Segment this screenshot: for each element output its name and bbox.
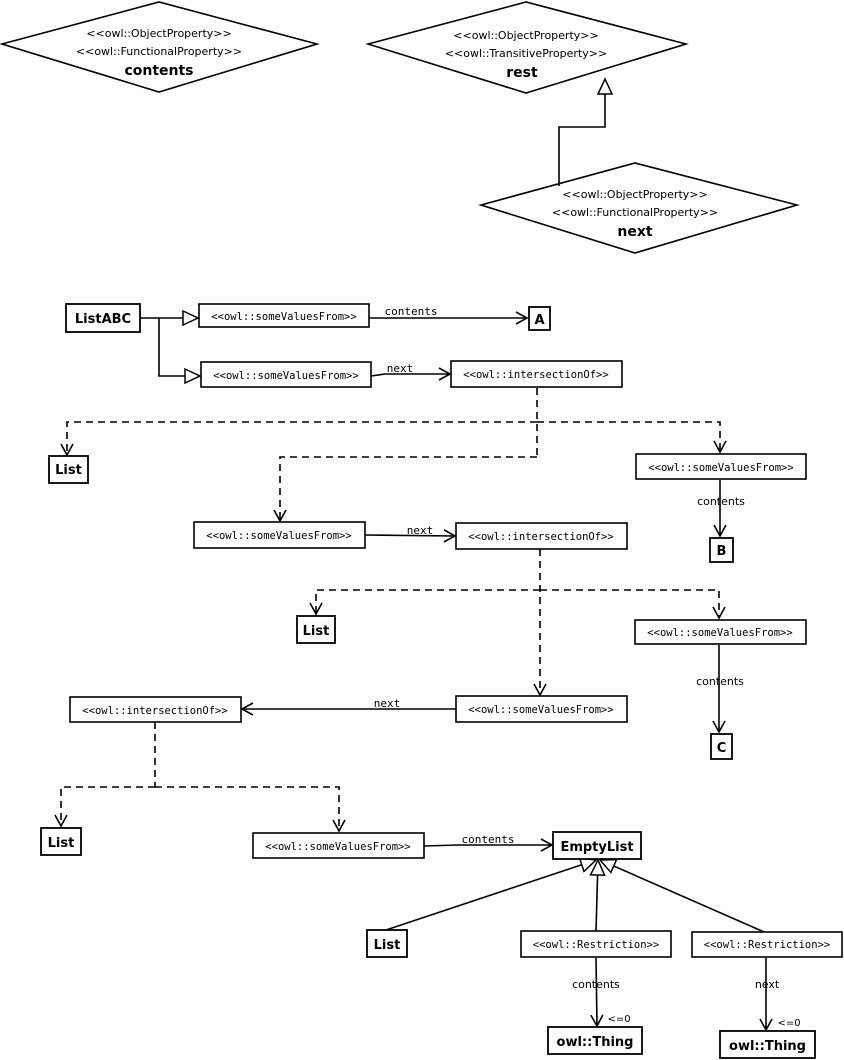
node-label: <<owl::Restriction>> [533, 939, 659, 951]
restriction-some-values-from[interactable]: <<owl::someValuesFrom>> [252, 832, 425, 859]
class-listabc[interactable]: ListABC [65, 303, 141, 333]
node-label: <<owl::intersectionOf>> [463, 369, 608, 381]
node-label: <<owl::someValuesFrom>> [206, 530, 351, 542]
class-name: List [374, 938, 401, 953]
class-list[interactable]: List [48, 455, 89, 484]
property-next: <<owl::ObjectProperty>> <<owl::Functiona… [478, 162, 800, 254]
intersection-edge [540, 589, 726, 620]
property-name: next [617, 224, 652, 240]
restriction-some-values-from[interactable]: <<owl::someValuesFrom>> [193, 521, 366, 549]
subclass-edge [600, 860, 765, 933]
property-stereotype: <<owl::ObjectProperty>> [86, 27, 231, 40]
property-contents: <<owl::ObjectProperty>> <<owl::Functiona… [0, 1, 320, 93]
intersection-edge [60, 421, 537, 457]
class-list[interactable]: List [366, 929, 408, 958]
property-stereotype: <<owl::ObjectProperty>> [453, 29, 598, 42]
intersection-edge [309, 589, 540, 616]
cardinality-label: <=0 [607, 1014, 630, 1025]
class-list[interactable]: List [40, 827, 82, 856]
property-stereotype: <<owl::FunctionalProperty>> [76, 45, 242, 58]
restriction-some-values-from[interactable]: <<owl::someValuesFrom>> [455, 695, 628, 723]
restriction-some-values-from[interactable]: <<owl::someValuesFrom>> [198, 303, 370, 328]
subclass-edge [385, 860, 596, 931]
edge-label: contents [385, 305, 438, 318]
intersection-edge [155, 786, 346, 833]
node-label: <<owl::Restriction>> [704, 939, 830, 951]
node-label: <<owl::someValuesFrom>> [647, 627, 792, 639]
node-label: <<owl::intersectionOf>> [82, 705, 227, 717]
class-name: owl::Thing [557, 1035, 634, 1050]
node-label: <<owl::intersectionOf>> [468, 531, 613, 543]
next-edge [370, 367, 452, 381]
edge-label: next [407, 524, 434, 537]
property-stereotype: <<owl::ObjectProperty>> [562, 188, 707, 201]
property-stereotype: <<owl::FunctionalProperty>> [552, 206, 718, 219]
property-name: rest [506, 65, 538, 81]
contents-edge [423, 838, 554, 852]
class-name: EmptyList [560, 840, 633, 855]
node-label: <<owl::someValuesFrom>> [213, 370, 358, 382]
restriction-some-values-from[interactable]: <<owl::someValuesFrom>> [200, 361, 372, 388]
property-name: contents [124, 63, 193, 79]
property-stereotype: <<owl::TransitiveProperty>> [445, 47, 607, 60]
edge-label: next [755, 978, 780, 991]
edge-label: contents [572, 978, 620, 991]
class-name: A [534, 313, 544, 328]
intersection-node[interactable]: <<owl::intersectionOf>> [69, 696, 242, 723]
cardinality-label: <=0 [777, 1018, 800, 1029]
edge-label: contents [462, 833, 515, 846]
intersection-node[interactable]: <<owl::intersectionOf>> [450, 360, 623, 388]
subclass-edge [158, 318, 200, 376]
node-label: <<owl::someValuesFrom>> [648, 462, 793, 474]
subclass-edge [596, 860, 598, 931]
class-a[interactable]: A [528, 306, 551, 331]
node-label: <<owl::someValuesFrom>> [468, 704, 613, 716]
edge-label: next [387, 362, 414, 375]
class-b[interactable]: B [709, 537, 734, 563]
class-name: List [55, 463, 82, 478]
intersection-edge [273, 456, 537, 523]
restriction-node[interactable]: <<owl::Restriction>> [520, 930, 672, 958]
subproperty-edge [558, 79, 605, 186]
property-rest: <<owl::ObjectProperty>> <<owl::Transitiv… [365, 1, 689, 94]
class-name: owl::Thing [729, 1039, 806, 1054]
class-name: List [48, 836, 75, 851]
class-name: ListABC [75, 312, 131, 327]
class-list[interactable]: List [296, 615, 336, 644]
edge-label: next [374, 697, 401, 710]
node-label: <<owl::someValuesFrom>> [211, 311, 356, 323]
contents-edge [590, 957, 604, 1028]
restriction-some-values-from[interactable]: <<owl::someValuesFrom>> [635, 453, 807, 480]
class-owl-thing[interactable]: owl::Thing [719, 1030, 816, 1059]
edge-label: contents [696, 675, 744, 688]
class-name: C [717, 741, 727, 756]
class-name: List [303, 624, 330, 639]
next-edge [364, 529, 457, 543]
restriction-node[interactable]: <<owl::Restriction>> [691, 931, 843, 958]
class-emptylist[interactable]: EmptyList [552, 831, 642, 860]
edge-label: contents [697, 495, 745, 508]
restriction-some-values-from[interactable]: <<owl::someValuesFrom>> [634, 619, 807, 645]
node-label: <<owl::someValuesFrom>> [265, 841, 410, 853]
class-name: B [717, 544, 727, 559]
class-c[interactable]: C [710, 733, 733, 760]
intersection-edge [537, 421, 727, 454]
intersection-node[interactable]: <<owl::intersectionOf>> [455, 522, 628, 550]
intersection-edge [54, 786, 155, 828]
class-owl-thing[interactable]: owl::Thing [547, 1026, 643, 1055]
